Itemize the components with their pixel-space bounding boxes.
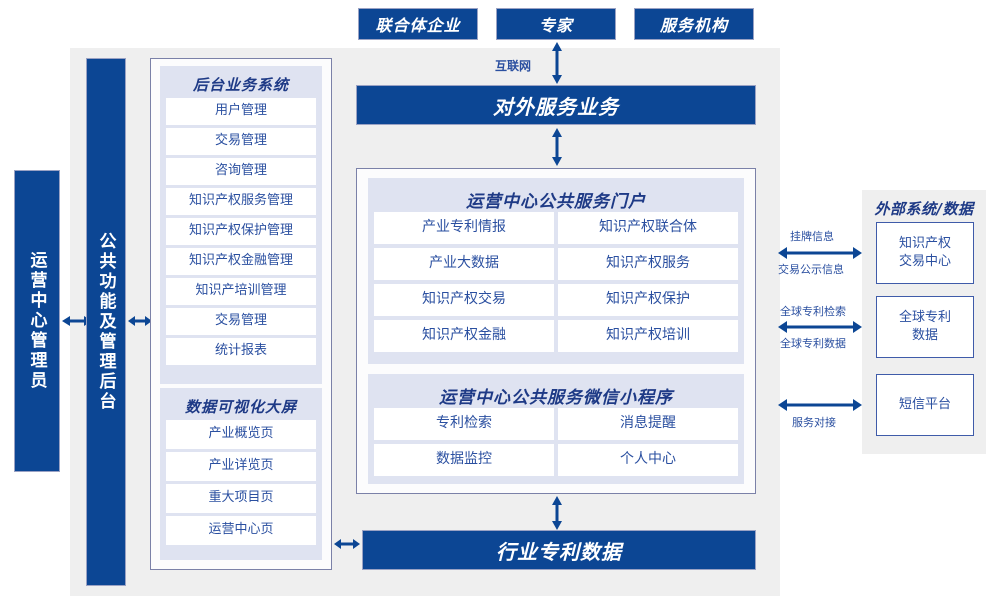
list-item[interactable]: 知识产权保护管理 <box>166 218 316 245</box>
data-visualization-items: 产业概览页 产业详览页 重大项目页 运营中心页 <box>166 420 316 554</box>
list-item[interactable]: 产业概览页 <box>166 420 316 449</box>
list-item[interactable]: 数据监控 <box>374 444 554 476</box>
actor-expert-label: 专家 <box>538 16 573 35</box>
list-item[interactable]: 用户管理 <box>166 98 316 125</box>
arrow-service-to-portal <box>552 128 562 166</box>
list-item[interactable]: 知识产权金融管理 <box>166 248 316 275</box>
miniprogram-title: 运营中心公共服务微信小程序 <box>439 388 673 408</box>
list-item[interactable]: 咨询管理 <box>166 158 316 185</box>
sidebar-common-management-backend-label: 公共功能及管理后台 <box>95 232 116 412</box>
list-item[interactable]: 知识产权金融 <box>374 320 554 352</box>
list-item[interactable]: 产业详览页 <box>166 452 316 481</box>
data-visualization-title: 数据可视化大屏 <box>184 398 297 416</box>
list-item[interactable]: 知识产权保护 <box>558 284 738 316</box>
actor-service-agency[interactable]: 服务机构 <box>634 8 754 40</box>
miniprogram-items: 专利检索 消息提醒 数据监控 个人中心 <box>374 408 738 478</box>
connector-label-internet: 互联网 <box>495 59 532 73</box>
arrow-portal-to-industry-data <box>552 496 562 530</box>
sidebar-operations-admin-label: 运营中心管理员 <box>26 251 47 391</box>
connector-label-global-patent-search: 全球专利检索 <box>780 305 846 318</box>
list-item[interactable]: 知识产权联合体 <box>558 212 738 244</box>
portal-title: 运营中心公共服务门户 <box>466 192 646 212</box>
external-item-global-patent-data-label: 全球专利数据 <box>898 310 951 343</box>
list-item[interactable]: 消息提醒 <box>558 408 738 440</box>
actor-expert[interactable]: 专家 <box>496 8 616 40</box>
list-item[interactable]: 知识产培训管理 <box>166 278 316 305</box>
list-item[interactable]: 交易管理 <box>166 308 316 335</box>
external-item-sms-platform[interactable]: 短信平台 <box>876 374 974 436</box>
arrow-internet <box>552 42 562 84</box>
list-item[interactable]: 知识产权服务管理 <box>166 188 316 215</box>
connector-label-global-patent-data: 全球专利数据 <box>780 337 846 350</box>
arrow-to-global-patent-data <box>778 321 862 333</box>
list-item[interactable]: 个人中心 <box>558 444 738 476</box>
external-item-global-patent-data[interactable]: 全球专利数据 <box>876 296 974 358</box>
connector-label-trade-public-info: 交易公示信息 <box>778 263 844 276</box>
list-item[interactable]: 交易管理 <box>166 128 316 155</box>
actor-service-agency-label: 服务机构 <box>659 16 728 35</box>
sidebar-common-management-backend[interactable]: 公共功能及管理后台 <box>86 58 126 586</box>
list-item[interactable]: 重大项目页 <box>166 484 316 513</box>
actor-consortium-enterprise-label: 联合体企业 <box>375 16 461 35</box>
connector-label-service-docking: 服务对接 <box>792 416 836 429</box>
backend-business-system-title: 后台业务系统 <box>192 76 289 94</box>
external-item-ip-trading-center-label: 知识产权交易中心 <box>898 236 951 269</box>
external-item-sms-platform-label: 短信平台 <box>898 397 951 413</box>
external-item-ip-trading-center[interactable]: 知识产权交易中心 <box>876 222 974 284</box>
list-item[interactable]: 知识产权培训 <box>558 320 738 352</box>
industry-patent-data-label: 行业专利数据 <box>496 539 622 564</box>
list-item[interactable]: 知识产权交易 <box>374 284 554 316</box>
arrow-common-to-backend-systems <box>128 316 152 326</box>
actor-consortium-enterprise[interactable]: 联合体企业 <box>358 8 478 40</box>
list-item[interactable]: 运营中心页 <box>166 516 316 545</box>
sidebar-operations-admin[interactable]: 运营中心管理员 <box>14 170 60 472</box>
list-item[interactable]: 知识产权服务 <box>558 248 738 280</box>
industry-patent-data[interactable]: 行业专利数据 <box>362 530 756 570</box>
list-item[interactable]: 产业大数据 <box>374 248 554 280</box>
portal-items: 产业专利情报 知识产权联合体 产业大数据 知识产权服务 知识产权交易 知识产权保… <box>374 212 738 358</box>
arrow-to-sms-platform <box>778 399 862 411</box>
list-item[interactable]: 产业专利情报 <box>374 212 554 244</box>
backend-business-system-items: 用户管理 交易管理 咨询管理 知识产权服务管理 知识产权保护管理 知识产权金融管… <box>166 98 316 378</box>
list-item[interactable]: 统计报表 <box>166 338 316 365</box>
connector-label-listing-info: 挂牌信息 <box>790 230 834 243</box>
external-service-business-label: 对外服务业务 <box>493 94 619 119</box>
arrow-to-ip-trading-center <box>778 247 862 259</box>
external-service-business[interactable]: 对外服务业务 <box>356 85 756 125</box>
external-systems-title: 外部系统/数据 <box>874 200 974 218</box>
arrow-backend-to-industry-data <box>334 539 360 549</box>
list-item[interactable]: 专利检索 <box>374 408 554 440</box>
